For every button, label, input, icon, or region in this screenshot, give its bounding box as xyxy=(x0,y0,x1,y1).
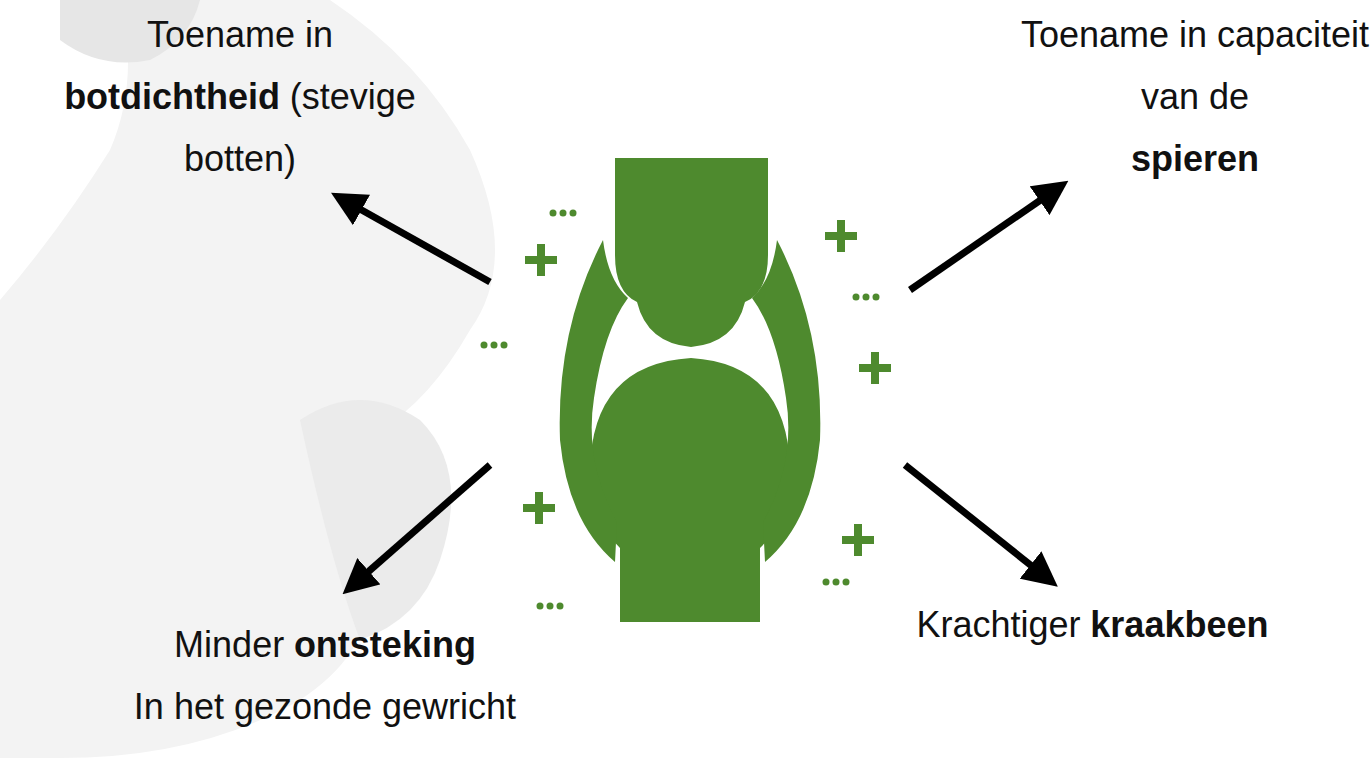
plus-signs xyxy=(523,220,891,556)
label-text: Minder xyxy=(174,624,284,665)
dot xyxy=(537,603,544,610)
plus-sign xyxy=(859,352,891,384)
label-text: Toename in capaciteit van de xyxy=(1021,14,1369,117)
arrow-line xyxy=(352,465,490,586)
label-text: In het gezonde gewricht xyxy=(134,686,516,727)
dot xyxy=(853,294,860,301)
benefit-label: Toename in capaciteit van de spieren xyxy=(1020,4,1370,190)
runner-silhouette xyxy=(0,0,495,758)
label-text: Krachtiger xyxy=(917,604,1081,645)
emphasis-text: botdichtheid xyxy=(64,76,280,117)
dot xyxy=(501,342,508,349)
dot xyxy=(550,210,557,217)
text-line: Toename in capaciteit van de xyxy=(1020,4,1370,128)
arrow-line xyxy=(905,465,1048,579)
emphasis-text: kraakbeen xyxy=(1090,604,1268,645)
dot-groups xyxy=(481,210,880,610)
dot xyxy=(481,342,488,349)
dot xyxy=(560,210,567,217)
plus-sign xyxy=(523,492,555,524)
arrow-line xyxy=(910,188,1058,290)
benefit-label: Toename in botdichtheid(stevige botten) xyxy=(30,4,450,190)
capsule-right xyxy=(752,240,820,562)
runner-body xyxy=(0,0,495,758)
dot xyxy=(863,294,870,301)
emphasis-text: spieren xyxy=(1131,138,1259,179)
emphasis-text: ontsteking xyxy=(294,624,476,665)
dot xyxy=(823,579,830,586)
text-line: Toename in xyxy=(30,4,450,66)
capsule-left xyxy=(560,240,628,562)
plus-sign xyxy=(825,220,857,252)
text-line: Krachtigerkraakbeen xyxy=(820,594,1365,656)
dot xyxy=(570,210,577,217)
benefit-label: Minderontsteking In het gezonde gewricht xyxy=(55,614,595,738)
plus-sign xyxy=(525,244,557,276)
plus-sign xyxy=(842,524,874,556)
label-text: Toename in xyxy=(147,14,333,55)
joint-icon xyxy=(481,158,892,622)
dot xyxy=(557,603,564,610)
text-line: spieren xyxy=(1020,128,1370,190)
text-line: botdichtheid(stevige botten) xyxy=(30,66,450,190)
benefit-label: Krachtigerkraakbeen xyxy=(820,594,1365,656)
lower-bone xyxy=(590,358,790,622)
dot xyxy=(833,579,840,586)
dot xyxy=(843,579,850,586)
text-line: In het gezonde gewricht xyxy=(55,676,595,738)
dot xyxy=(547,603,554,610)
upper-bone xyxy=(615,158,768,347)
text-line: Minderontsteking xyxy=(55,614,595,676)
dot xyxy=(491,342,498,349)
dot xyxy=(873,294,880,301)
arrows xyxy=(342,188,1058,586)
arrow-line xyxy=(342,199,490,282)
